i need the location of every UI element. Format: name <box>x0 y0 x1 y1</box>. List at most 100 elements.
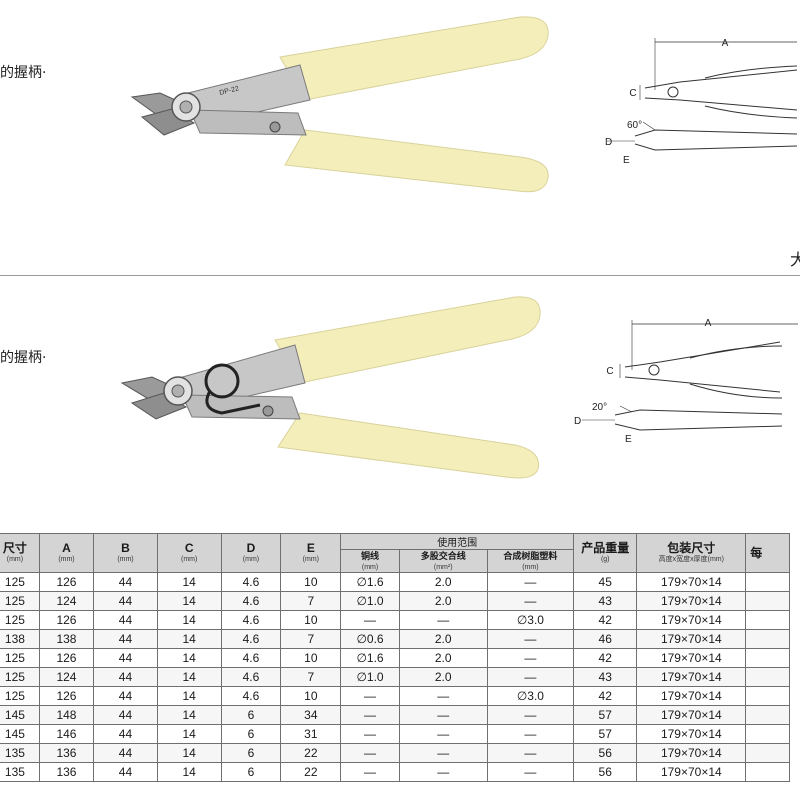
cell-a: 126 <box>38 610 95 630</box>
cell-weight: 42 <box>573 648 638 668</box>
svg-text:D: D <box>605 137 612 148</box>
cell-b: 44 <box>93 724 158 744</box>
cell-c: 14 <box>156 724 222 744</box>
cell-weight: 45 <box>573 572 638 592</box>
cell-strand: 2.0 <box>398 667 488 687</box>
cell-d: 4.6 <box>220 610 282 630</box>
cell-e: 10 <box>280 610 342 630</box>
cell-per <box>745 705 790 725</box>
cell-size: 135 <box>0 762 40 782</box>
cell-weight: 43 <box>573 667 638 687</box>
cell-c: 14 <box>156 667 222 687</box>
cell-per <box>745 591 790 611</box>
cell-a: 124 <box>38 591 95 611</box>
cell-per <box>745 610 790 630</box>
cut-character: 大 <box>790 250 800 269</box>
cell-e: 31 <box>280 724 342 744</box>
cell-c: 14 <box>156 591 222 611</box>
cell-strand: — <box>398 686 488 706</box>
cell-a: 126 <box>38 572 95 592</box>
cell-a: 136 <box>38 743 95 763</box>
cell-per <box>745 724 790 744</box>
cell-pack: 179×70×14 <box>636 572 747 592</box>
cell-copper: — <box>340 762 400 782</box>
cell-e: 10 <box>280 572 342 592</box>
cell-weight: 43 <box>573 591 638 611</box>
header-copper: 铜线(mm) <box>340 549 400 573</box>
cell-pack: 179×70×14 <box>636 762 747 782</box>
cell-e: 7 <box>280 629 342 649</box>
cell-c: 14 <box>156 610 222 630</box>
svg-text:E: E <box>625 434 632 445</box>
cell-resin: — <box>486 572 575 592</box>
cell-weight: 42 <box>573 610 638 630</box>
cell-a: 126 <box>38 648 95 668</box>
cell-weight: 56 <box>573 762 638 782</box>
svg-text:A: A <box>722 38 729 49</box>
cell-strand: 2.0 <box>398 648 488 668</box>
cell-b: 44 <box>93 762 158 782</box>
cell-d: 6 <box>220 762 282 782</box>
svg-text:C: C <box>606 366 613 377</box>
cell-copper: ∅1.0 <box>340 667 400 687</box>
cell-b: 44 <box>93 572 158 592</box>
cell-per <box>745 629 790 649</box>
cell-a: 136 <box>38 762 95 782</box>
cell-pack: 179×70×14 <box>636 724 747 744</box>
cell-per <box>745 648 790 668</box>
cell-size: 125 <box>0 648 40 668</box>
cell-c: 14 <box>156 629 222 649</box>
cell-d: 6 <box>220 724 282 744</box>
header-a: A(mm) <box>38 533 95 573</box>
svg-text:E: E <box>623 155 630 166</box>
cell-resin: — <box>486 743 575 763</box>
header-b: B(mm) <box>93 533 158 573</box>
cell-c: 14 <box>156 686 222 706</box>
cell-strand: 2.0 <box>398 572 488 592</box>
cell-copper: ∅0.6 <box>340 629 400 649</box>
cell-copper: — <box>340 686 400 706</box>
cell-weight: 56 <box>573 743 638 763</box>
cell-copper: ∅1.6 <box>340 572 400 592</box>
header-strand: 多股交合线(mm²) <box>398 549 488 573</box>
header-range: 使用范围 <box>340 533 575 550</box>
cell-weight: 46 <box>573 629 638 649</box>
cell-strand: 2.0 <box>398 629 488 649</box>
header-per: 每 <box>745 533 790 573</box>
cell-resin: — <box>486 705 575 725</box>
svg-text:A: A <box>705 318 712 329</box>
cell-strand: — <box>398 762 488 782</box>
cell-b: 44 <box>93 743 158 763</box>
cell-weight: 57 <box>573 724 638 744</box>
cell-resin: — <box>486 629 575 649</box>
cell-b: 44 <box>93 629 158 649</box>
cell-strand: — <box>398 610 488 630</box>
section-divider <box>0 275 800 276</box>
cell-a: 126 <box>38 686 95 706</box>
svg-text:20°: 20° <box>592 402 607 413</box>
cell-resin: — <box>486 591 575 611</box>
cell-strand: — <box>398 743 488 763</box>
cell-copper: — <box>340 724 400 744</box>
cell-d: 4.6 <box>220 648 282 668</box>
header-pack: 包装尺寸高度x宽度x厚度(mm) <box>636 533 747 573</box>
dimension-diagram-2: A C 20° D E <box>574 318 798 445</box>
cell-d: 4.6 <box>220 572 282 592</box>
cell-copper: — <box>340 705 400 725</box>
cell-size: 138 <box>0 629 40 649</box>
cell-d: 4.6 <box>220 591 282 611</box>
cell-size: 145 <box>0 705 40 725</box>
cell-per <box>745 743 790 763</box>
cell-resin: — <box>486 667 575 687</box>
cell-d: 4.6 <box>220 667 282 687</box>
cell-strand: — <box>398 705 488 725</box>
cell-resin: ∅3.0 <box>486 686 575 706</box>
cell-pack: 179×70×14 <box>636 667 747 687</box>
